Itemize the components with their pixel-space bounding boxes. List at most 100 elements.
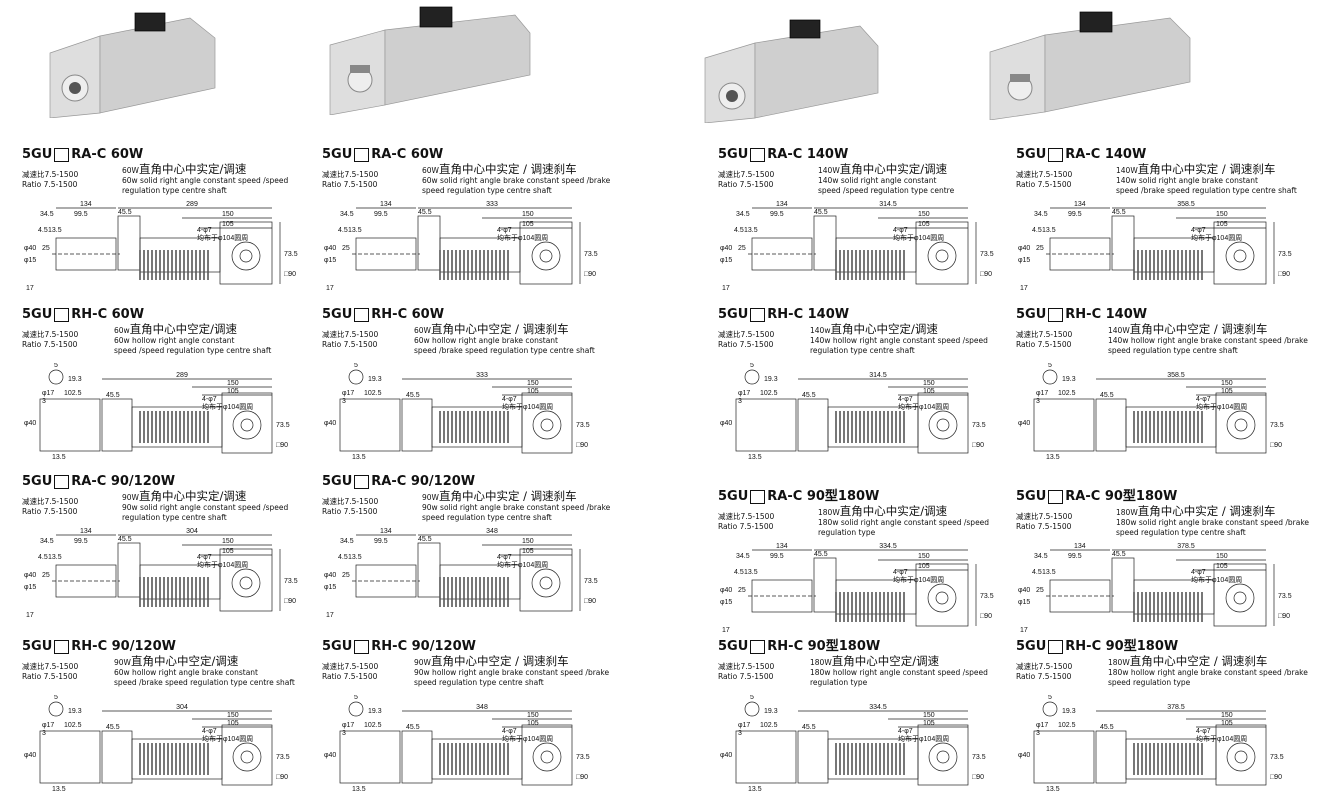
dimension-label: 105 — [522, 548, 534, 555]
dimension-label: □90 — [284, 598, 296, 605]
dimension-label: 4-φ7 — [202, 728, 217, 735]
dimension-label: 134 — [80, 528, 92, 535]
dimension-label: 150 — [918, 211, 930, 218]
dimension-label: 4-φ7 — [1191, 569, 1206, 576]
dimension-label: 25 — [1036, 587, 1044, 594]
dimension-label: 73.5 — [1270, 422, 1284, 429]
dimension-label: 17 — [326, 285, 334, 292]
dimension-label: 150 — [1216, 553, 1228, 560]
dimension-label: 105 — [527, 720, 539, 727]
dimension-label: □90 — [584, 271, 596, 278]
dimension-label: □90 — [1278, 613, 1290, 620]
dimension-label: 4-φ7 — [497, 227, 512, 234]
dimension-label: □90 — [972, 442, 984, 449]
dimension-label: 17 — [722, 627, 730, 634]
dimension-label: 289 — [176, 372, 188, 379]
dimension-label: □90 — [1270, 442, 1282, 449]
dimension-label: 99.5 — [1068, 553, 1082, 560]
dimension-label: φ40 — [1018, 587, 1030, 594]
motor-description: 180W直角中心中空定 / 调速刹车 180w hollow right ang… — [1108, 654, 1308, 687]
dimension-label: φ40 — [324, 752, 336, 759]
model-code-box — [54, 308, 70, 322]
dimension-label: 4.5 — [338, 227, 348, 234]
dimension-label: 19.3 — [368, 376, 382, 383]
dimension-label: 73.5 — [276, 754, 290, 761]
dimension-label: 34.5 — [736, 211, 750, 218]
dimension-label: φ15 — [1018, 257, 1030, 264]
dimension-label: φ17 — [42, 390, 54, 397]
dimension-label: 13.5 — [352, 786, 366, 793]
dimension-label: 4.5 — [1032, 569, 1042, 576]
dimension-label: φ15 — [24, 257, 36, 264]
dimension-label: 均布于φ104圆周 — [893, 233, 944, 242]
dimension-label: 均布于φ104圆周 — [202, 402, 253, 411]
dimension-label: 102.5 — [760, 390, 778, 397]
dimension-label: 99.5 — [374, 538, 388, 545]
dimension-label: 34.5 — [1034, 553, 1048, 560]
model-code-box — [354, 640, 370, 654]
dimension-label: 102.5 — [1058, 722, 1076, 729]
dimension-label: 均布于φ104圆周 — [1191, 233, 1242, 242]
dimension-label: 73.5 — [1278, 251, 1292, 258]
model-code-box — [54, 475, 70, 489]
dimension-label: φ40 — [324, 572, 336, 579]
dimension-label: 均布于φ104圆周 — [497, 560, 548, 569]
dimension-label: 333 — [476, 372, 488, 379]
dimension-label: 105 — [918, 563, 930, 570]
dimension-label: φ40 — [720, 420, 732, 427]
dimension-label: 150 — [522, 538, 534, 545]
dimension-label: φ15 — [324, 257, 336, 264]
dimension-label: 334.5 — [879, 543, 897, 550]
model-code-box — [54, 148, 70, 162]
dimension-label: 4-φ7 — [893, 227, 908, 234]
dimension-label: 45.5 — [418, 536, 432, 543]
dimension-label: 3 — [342, 730, 346, 737]
dimension-label: 99.5 — [1068, 211, 1082, 218]
dimension-label: 13.5 — [1042, 227, 1056, 234]
dimension-label: φ15 — [24, 584, 36, 591]
dimension-label: 均布于φ104圆周 — [1196, 734, 1247, 743]
dimension-label: 3 — [342, 398, 346, 405]
dimension-label: φ40 — [324, 420, 336, 427]
dimension-label: 均布于φ104圆周 — [893, 575, 944, 584]
dimension-label: φ17 — [342, 390, 354, 397]
dimension-label: 34.5 — [1034, 211, 1048, 218]
dimension-label: 13.5 — [48, 227, 62, 234]
dimension-label: 105 — [522, 221, 534, 228]
dimension-label: 4-φ7 — [197, 227, 212, 234]
dimension-label: 5 — [1048, 695, 1052, 701]
dimension-label: 25 — [342, 572, 350, 579]
dimension-label: 105 — [1216, 221, 1228, 228]
dimension-label: φ17 — [1036, 722, 1048, 729]
dimension-label: 5 — [354, 695, 358, 701]
dimension-label: φ15 — [720, 257, 732, 264]
dimension-label: 19.3 — [764, 708, 778, 715]
dimension-label: φ40 — [1018, 245, 1030, 252]
dimension-label: 4-φ7 — [502, 396, 517, 403]
dimension-label: □90 — [576, 774, 588, 781]
motor-photo-shaft-140w — [989, 11, 1191, 120]
motor-description: 60W直角中心中实定 / 调速刹车 60w solid right angle … — [422, 162, 611, 195]
dimension-label: 均布于φ104圆周 — [1196, 402, 1247, 411]
dimension-label: 73.5 — [276, 422, 290, 429]
